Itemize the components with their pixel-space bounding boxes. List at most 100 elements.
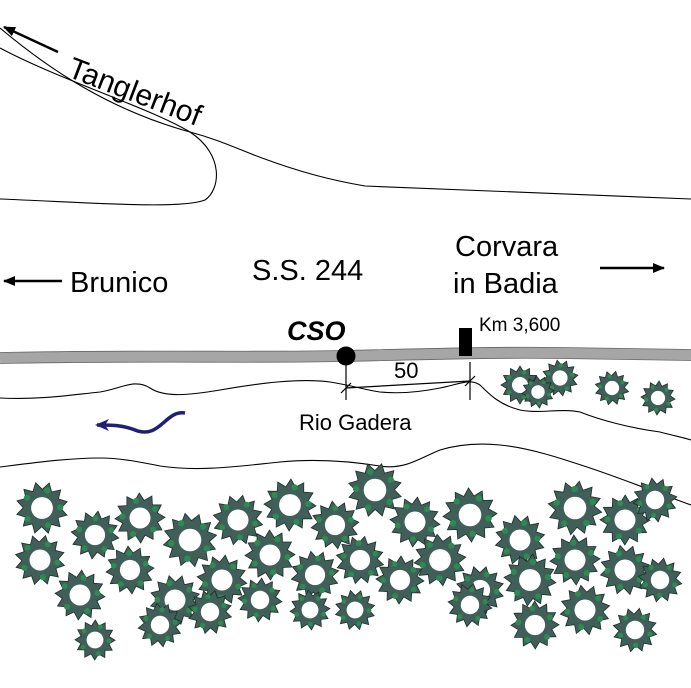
tree-leaf-accent [126, 550, 133, 557]
tree-center [563, 496, 587, 520]
tree-leaf-accent [315, 596, 321, 601]
tree-center [625, 620, 645, 640]
tree-center [524, 614, 546, 636]
tree-center [509, 529, 531, 551]
tree-cluster-icon [632, 477, 678, 523]
tree-center [31, 497, 53, 519]
tree-center [211, 569, 233, 591]
flow-direction-arrow [95, 411, 186, 434]
tree-leaf-accent [133, 497, 140, 504]
forest [14, 359, 683, 661]
tree-leaf-accent [119, 513, 126, 520]
tree-leaf-accent [172, 619, 178, 625]
tree-leaf-accent [618, 632, 624, 638]
tree-leaf-accent [521, 520, 528, 526]
tree-leaf-accent [57, 504, 64, 511]
tree-leaf-accent [332, 505, 338, 512]
tree-leaf-accent [654, 407, 658, 412]
tree-leaf-accent [558, 363, 563, 368]
tree-leaf-accent [588, 549, 594, 556]
tree-leaf-accent [544, 634, 550, 640]
tree-leaf-accent [200, 523, 207, 530]
tree-cluster-icon [447, 582, 493, 628]
tree-center [531, 385, 545, 399]
tree-leaf-accent [394, 522, 401, 529]
tree-leaf-accent [272, 513, 279, 520]
tree-leaf-accent [409, 536, 416, 543]
tree-leaf-accent [650, 385, 655, 390]
tree-center [346, 601, 364, 619]
tree-leaf-accent [186, 586, 193, 593]
tree-leaf-accent [618, 394, 623, 399]
tree-leaf-accent [230, 563, 237, 570]
tree-center [200, 602, 220, 622]
tree-center [227, 509, 249, 531]
tree-leaf-accent [80, 645, 86, 650]
tree-leaf-accent [297, 564, 304, 570]
tree-leaf-accent [464, 576, 471, 582]
tree-leaf-accent [521, 395, 527, 400]
tree-leaf-accent [367, 468, 374, 475]
label-corvara-line1: Corvara [455, 231, 559, 263]
tree-leaf-accent [544, 574, 552, 581]
tree-leaf-accent [635, 527, 642, 534]
tree-leaf-accent [633, 642, 639, 649]
tree-center [614, 559, 636, 581]
tree-leaf-accent [39, 574, 46, 581]
tree-center [645, 490, 665, 510]
tree-leaf-accent [154, 596, 161, 603]
tree-leaf-accent [666, 565, 672, 571]
tree-leaf-accent [294, 612, 300, 617]
tree-leaf-accent [525, 394, 530, 399]
tree-cluster-icon [559, 584, 611, 636]
tree-cluster-icon [263, 478, 317, 532]
tree-leaf-accent [617, 500, 624, 507]
tree-leaf-accent [341, 598, 347, 604]
tree-leaf-accent [475, 615, 481, 621]
tree-leaf-accent [76, 526, 83, 533]
main-road-edge-bottom [0, 357, 691, 364]
tree-leaf-accent [570, 372, 575, 377]
tree-leaf-accent [159, 607, 165, 613]
tree-cluster-icon [599, 544, 651, 596]
tree-leaf-accent [589, 498, 596, 505]
tree-leaf-accent [427, 526, 434, 533]
label-river: Rio Gadera [299, 410, 412, 435]
tree-leaf-accent [657, 592, 663, 599]
tree-leaf-accent [356, 621, 362, 626]
tree-leaf-accent [575, 591, 581, 597]
tree-center [650, 570, 670, 590]
tree-leaf-accent [101, 546, 108, 552]
tree-leaf-accent [535, 593, 542, 600]
tree-leaf-accent [203, 545, 211, 552]
arrow-icon-tanglerhof [3, 25, 59, 54]
tree-leaf-accent [506, 390, 512, 396]
label-corvara-line2: in Badia [453, 268, 559, 300]
tree-leaf-accent [328, 569, 335, 576]
tree-leaf-accent [24, 544, 31, 551]
tree-cluster-icon [375, 555, 425, 605]
tree-leaf-accent [448, 542, 455, 549]
tree-cluster-icon [521, 375, 555, 409]
tree-center [460, 595, 480, 615]
side-road-outer-edge [0, 27, 691, 200]
river-north-bank [0, 380, 691, 441]
tree-cluster-icon [547, 480, 603, 536]
tree-leaf-accent [521, 370, 527, 375]
tree-leaf-accent [54, 559, 61, 566]
tree-leaf-accent [61, 583, 68, 590]
tree-leaf-accent [271, 492, 278, 499]
label-distance: 50 [394, 358, 418, 383]
tree-leaf-accent [482, 599, 488, 605]
tree-center [614, 509, 636, 531]
tree-cluster-icon [196, 554, 248, 606]
tree-center [650, 390, 666, 406]
tree-leaf-accent [45, 522, 52, 529]
tree-leaf-accent [223, 504, 230, 511]
tree-leaf-accent [192, 606, 198, 612]
tree-leaf-accent [202, 581, 208, 588]
tree-leaf-accent [391, 561, 398, 567]
tree-leaf-accent [410, 567, 417, 573]
tree-leaf-accent [449, 520, 457, 527]
